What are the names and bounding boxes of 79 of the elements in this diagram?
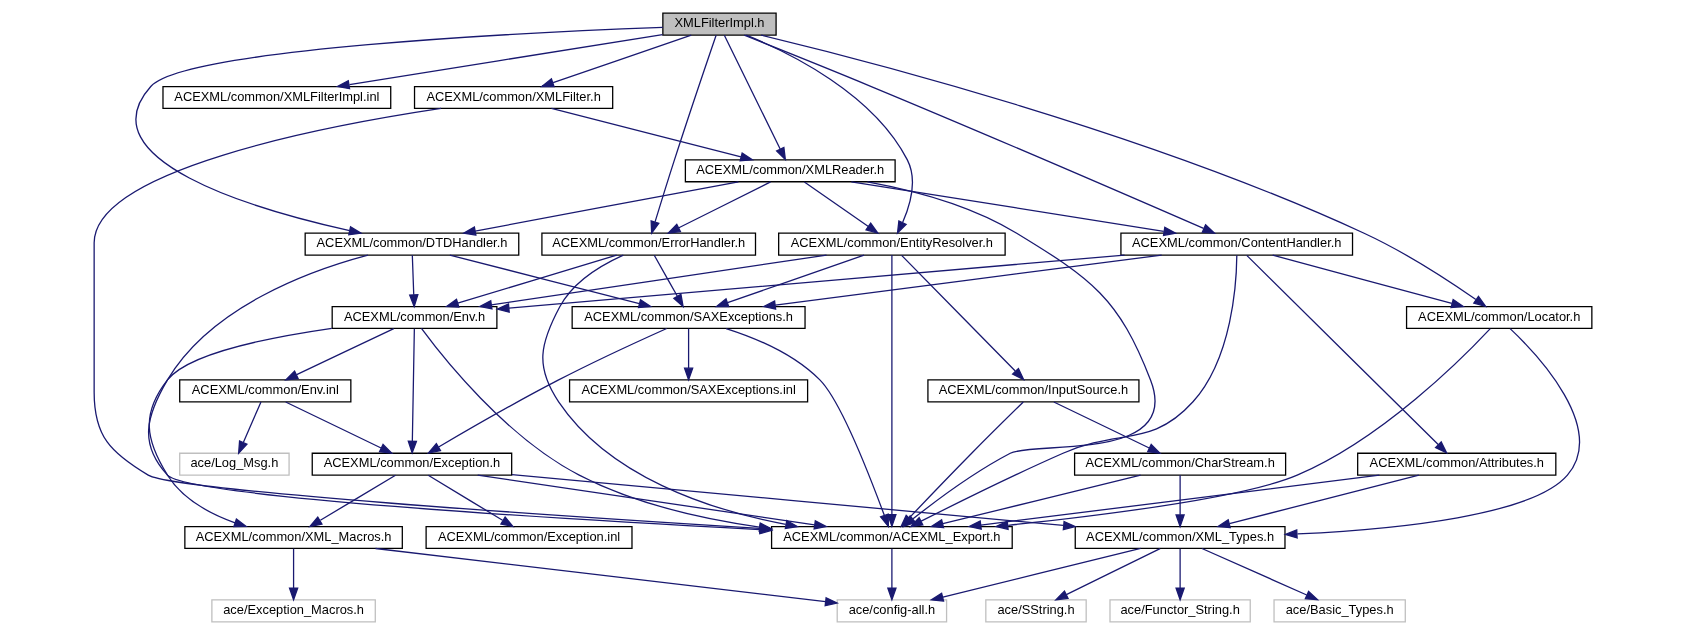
node-box: ace/Functor_String.h [1108, 599, 1251, 623]
arrow [1215, 474, 1419, 529]
arrow [288, 548, 299, 602]
arrow [928, 474, 1141, 529]
arrow [1174, 548, 1185, 602]
node-box: ACEXML/common/XML_Types.h [1074, 525, 1286, 550]
arrow [1200, 547, 1319, 601]
node-box: ACEXML/common/XMLFilter.h [413, 85, 613, 110]
node-box: ACEXML/common/SAXExceptions.h [571, 305, 806, 330]
arrow [683, 328, 694, 382]
node-box: ACEXML/common/CharStream.h [1073, 452, 1286, 476]
arrow [723, 34, 786, 162]
arrow [461, 181, 739, 236]
arrow [993, 327, 1491, 531]
arrow [283, 328, 394, 381]
arrow [886, 254, 897, 529]
node-box: ACEXML/common/Env.inl [178, 379, 351, 403]
node-box: ace/Basic_Types.h [1272, 599, 1406, 623]
node-box: ACEXML/common/Locator.h [1405, 305, 1592, 330]
arrow [284, 401, 393, 454]
arrow [1282, 328, 1580, 539]
arrow [653, 254, 684, 309]
node-box: ACEXML/common/EntityResolver.h [777, 232, 1006, 256]
node-box: ACEXML/common/ErrorHandler.h [540, 232, 756, 256]
arrow [374, 547, 839, 607]
arrow [1053, 548, 1161, 601]
arrow [1271, 254, 1465, 309]
node-box: ace/config-all.h [836, 599, 947, 623]
arrow [477, 254, 827, 310]
arrow [761, 254, 1162, 310]
node-box: ACEXML/common/XML_Macros.h [183, 525, 403, 550]
node-box: ACEXML/common/SAXExceptions.inl [568, 379, 808, 403]
node-box: ACEXML/common/DTDHandler.h [304, 232, 519, 256]
arrow [307, 474, 396, 528]
arrow [1174, 474, 1185, 529]
node-box: ACEXML/common/ContentHandler.h [1119, 232, 1353, 256]
node-box: ace/Exception_Macros.h [210, 599, 376, 623]
node-box: ACEXML/common/Attributes.h [1356, 452, 1556, 476]
arrow [426, 327, 667, 455]
arrow [541, 254, 799, 530]
node-box: ACEXML/common/Exception.h [311, 452, 512, 476]
node-box: ACEXML/common/XMLFilterImpl.inl [161, 85, 391, 110]
arrow [928, 547, 1141, 602]
node-box: XMLFilterImpl.h [661, 12, 777, 36]
arrow [550, 107, 754, 162]
arrow [649, 34, 717, 235]
node-box: ACEXML/common/Env.h [331, 305, 498, 330]
arrow [134, 26, 663, 236]
arrow [886, 548, 897, 602]
arrow [724, 327, 889, 529]
arrow [448, 254, 653, 309]
arrow [850, 181, 1178, 237]
arrow [1052, 401, 1162, 454]
arrow [908, 254, 1237, 528]
arrow [427, 474, 515, 528]
arrow [444, 254, 617, 308]
arrow [148, 327, 332, 528]
arrow [494, 254, 1125, 313]
arrow [900, 254, 1025, 381]
arrow [408, 254, 419, 309]
arrow [406, 328, 417, 455]
node-box: ACEXML/common/Exception.inl [424, 525, 633, 550]
node-box: ace/Log_Msg.h [178, 452, 290, 476]
arrow [237, 401, 262, 455]
arrow [803, 181, 879, 235]
arrow [335, 33, 663, 90]
node-box: ACEXML/common/XMLReader.h [684, 159, 896, 183]
node-box: ace/SString.h [984, 599, 1087, 623]
arrow [745, 34, 913, 235]
arrow [760, 34, 1487, 308]
node-box: ACEXML/common/InputSource.h [926, 379, 1140, 403]
arrow [743, 34, 1216, 234]
arrow [714, 254, 865, 308]
arrow [1245, 254, 1448, 455]
arrow [666, 181, 771, 234]
node-box: ACEXML/common/ACEXML_Export.h [770, 525, 1013, 550]
arrow [966, 474, 1380, 530]
arrow [476, 474, 828, 530]
arrow [539, 34, 692, 88]
